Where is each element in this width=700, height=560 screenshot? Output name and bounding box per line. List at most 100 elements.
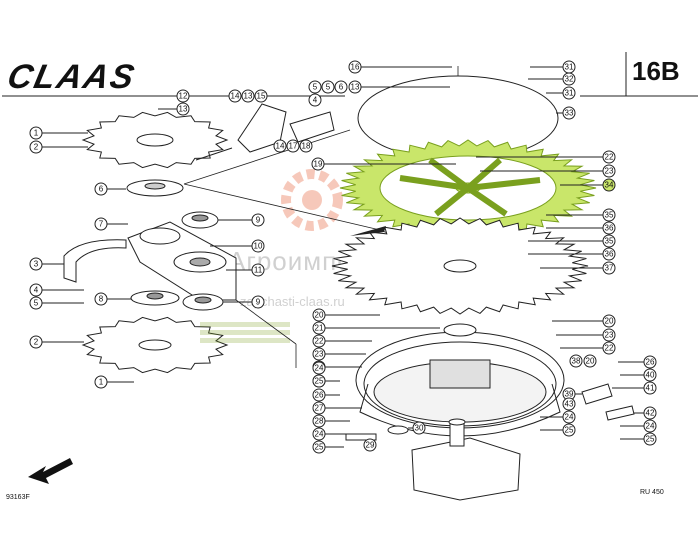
svg-text:2: 2 bbox=[34, 338, 39, 347]
svg-text:42: 42 bbox=[646, 409, 655, 418]
bearing-8 bbox=[130, 290, 180, 306]
callout-14b: 14 bbox=[273, 139, 287, 153]
svg-text:36: 36 bbox=[605, 224, 614, 233]
callout-36a: 36 bbox=[546, 221, 616, 235]
callout-43: 43 bbox=[562, 397, 576, 411]
model-label: RU 450 bbox=[640, 489, 664, 496]
drum-assembly bbox=[355, 323, 565, 437]
callout-5t1: 5 bbox=[308, 80, 322, 94]
svg-text:11: 11 bbox=[254, 266, 263, 275]
callout-4: 4 bbox=[29, 283, 84, 297]
svg-text:14: 14 bbox=[276, 142, 285, 151]
callout-24c: 24 bbox=[540, 410, 576, 424]
callout-9b: 9 bbox=[223, 295, 265, 309]
svg-text:6: 6 bbox=[99, 185, 104, 194]
callout-6t: 6 bbox=[334, 80, 348, 94]
svg-text:23: 23 bbox=[315, 350, 324, 359]
callout-14: 14 bbox=[228, 89, 242, 103]
svg-text:1: 1 bbox=[99, 378, 104, 387]
svg-text:5: 5 bbox=[313, 83, 318, 92]
callout-32: 32 bbox=[528, 72, 576, 86]
svg-text:20: 20 bbox=[586, 357, 595, 366]
saw-blade-lower bbox=[331, 217, 589, 315]
callout-29: 29 bbox=[363, 438, 377, 452]
page-code: 16B bbox=[632, 56, 680, 86]
svg-text:19: 19 bbox=[314, 160, 323, 169]
callout-10: 10 bbox=[210, 239, 265, 253]
svg-text:41: 41 bbox=[646, 384, 655, 393]
svg-text:15: 15 bbox=[257, 92, 266, 101]
svg-text:9: 9 bbox=[256, 298, 261, 307]
callout-9a: 9 bbox=[218, 213, 265, 227]
callout-20d: 20 bbox=[583, 354, 597, 368]
callout-20a: 20 bbox=[312, 308, 380, 322]
callout-28: 28 bbox=[312, 414, 350, 428]
svg-text:26: 26 bbox=[315, 391, 324, 400]
callout-36b: 36 bbox=[528, 247, 616, 261]
gearbox-housing-11 bbox=[127, 221, 237, 301]
callout-35b: 35 bbox=[528, 234, 616, 248]
sprocket-disc-upper bbox=[81, 111, 229, 169]
callout-27: 27 bbox=[312, 401, 362, 415]
callout-22b: 22 bbox=[312, 334, 372, 348]
svg-text:8: 8 bbox=[99, 295, 104, 304]
svg-text:32: 32 bbox=[565, 75, 574, 84]
bearing-flange-6 bbox=[126, 179, 184, 197]
svg-text:14: 14 bbox=[231, 92, 240, 101]
callout-1a: 1 bbox=[29, 126, 88, 140]
bracket-17 bbox=[289, 111, 335, 143]
callout-23c: 23 bbox=[556, 328, 616, 342]
callout-22d: 22 bbox=[560, 341, 616, 355]
svg-text:24: 24 bbox=[565, 413, 574, 422]
svg-text:21: 21 bbox=[315, 324, 324, 333]
watermark-stripes bbox=[200, 322, 290, 343]
svg-text:23: 23 bbox=[605, 331, 614, 340]
svg-text:39: 39 bbox=[565, 390, 574, 399]
knife-pointer bbox=[350, 226, 386, 236]
watermark-gear-icon bbox=[281, 169, 343, 231]
svg-text:25: 25 bbox=[646, 435, 655, 444]
callout-26b: 26 bbox=[618, 355, 657, 369]
svg-text:16: 16 bbox=[351, 63, 360, 72]
svg-text:27: 27 bbox=[315, 404, 324, 413]
svg-text:40: 40 bbox=[646, 371, 655, 380]
knife-holder-39 bbox=[581, 383, 613, 405]
callout-38: 38 bbox=[569, 354, 583, 368]
callout-23b: 23 bbox=[312, 347, 366, 361]
svg-text:4: 4 bbox=[313, 96, 318, 105]
callout-20b: 20 bbox=[552, 314, 616, 328]
callout-4t: 4 bbox=[308, 93, 322, 107]
svg-text:20: 20 bbox=[605, 317, 614, 326]
callout-31b: 31 bbox=[546, 86, 576, 100]
saw-blade-34-highlighted bbox=[339, 139, 597, 237]
svg-text:24: 24 bbox=[315, 364, 324, 373]
svg-text:23: 23 bbox=[605, 167, 614, 176]
direction-arrow-icon bbox=[28, 458, 73, 484]
svg-text:35: 35 bbox=[605, 211, 614, 220]
drive-arm-15 bbox=[195, 103, 287, 161]
svg-text:6: 6 bbox=[339, 83, 344, 92]
callout-30: 30 bbox=[408, 421, 426, 435]
svg-text:17: 17 bbox=[289, 142, 298, 151]
callout-8: 8 bbox=[94, 292, 131, 306]
callout-5t2: 5 bbox=[321, 80, 335, 94]
svg-text:13: 13 bbox=[179, 105, 188, 114]
callout-24d: 24 bbox=[620, 419, 657, 433]
callout-35a: 35 bbox=[546, 208, 616, 222]
svg-text:1: 1 bbox=[34, 129, 39, 138]
callout-18: 18 bbox=[299, 139, 313, 153]
svg-text:18: 18 bbox=[302, 142, 311, 151]
svg-text:31: 31 bbox=[565, 63, 574, 72]
svg-text:37: 37 bbox=[605, 264, 614, 273]
drawing-id: 93163F bbox=[6, 494, 30, 501]
callout-25c: 25 bbox=[540, 423, 576, 437]
callout-24a: 24 bbox=[312, 361, 326, 375]
callout-40: 40 bbox=[620, 368, 657, 382]
svg-text:33: 33 bbox=[565, 109, 574, 118]
callout-39: 39 bbox=[562, 387, 582, 401]
svg-text:26: 26 bbox=[646, 358, 655, 367]
svg-text:10: 10 bbox=[254, 242, 263, 251]
sprocket-disc-lower bbox=[81, 316, 229, 374]
callout-1b: 1 bbox=[94, 375, 134, 389]
